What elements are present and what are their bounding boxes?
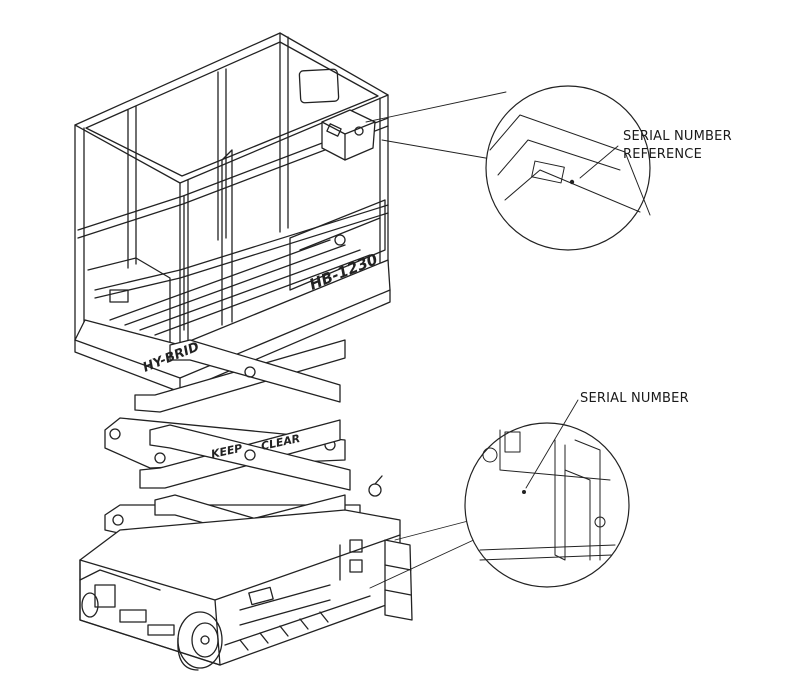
guardrail-cage bbox=[74, 32, 391, 393]
serial-reference-label-line1: SERIAL NUMBER bbox=[623, 129, 732, 144]
serial-reference-label-line2: REFERENCE bbox=[623, 147, 703, 162]
callout-top bbox=[365, 85, 651, 251]
callout-bottom bbox=[369, 399, 630, 589]
serial-number-label: SERIAL NUMBER bbox=[580, 391, 689, 406]
keep-marking: KEEP bbox=[210, 442, 244, 461]
chassis bbox=[79, 509, 413, 671]
